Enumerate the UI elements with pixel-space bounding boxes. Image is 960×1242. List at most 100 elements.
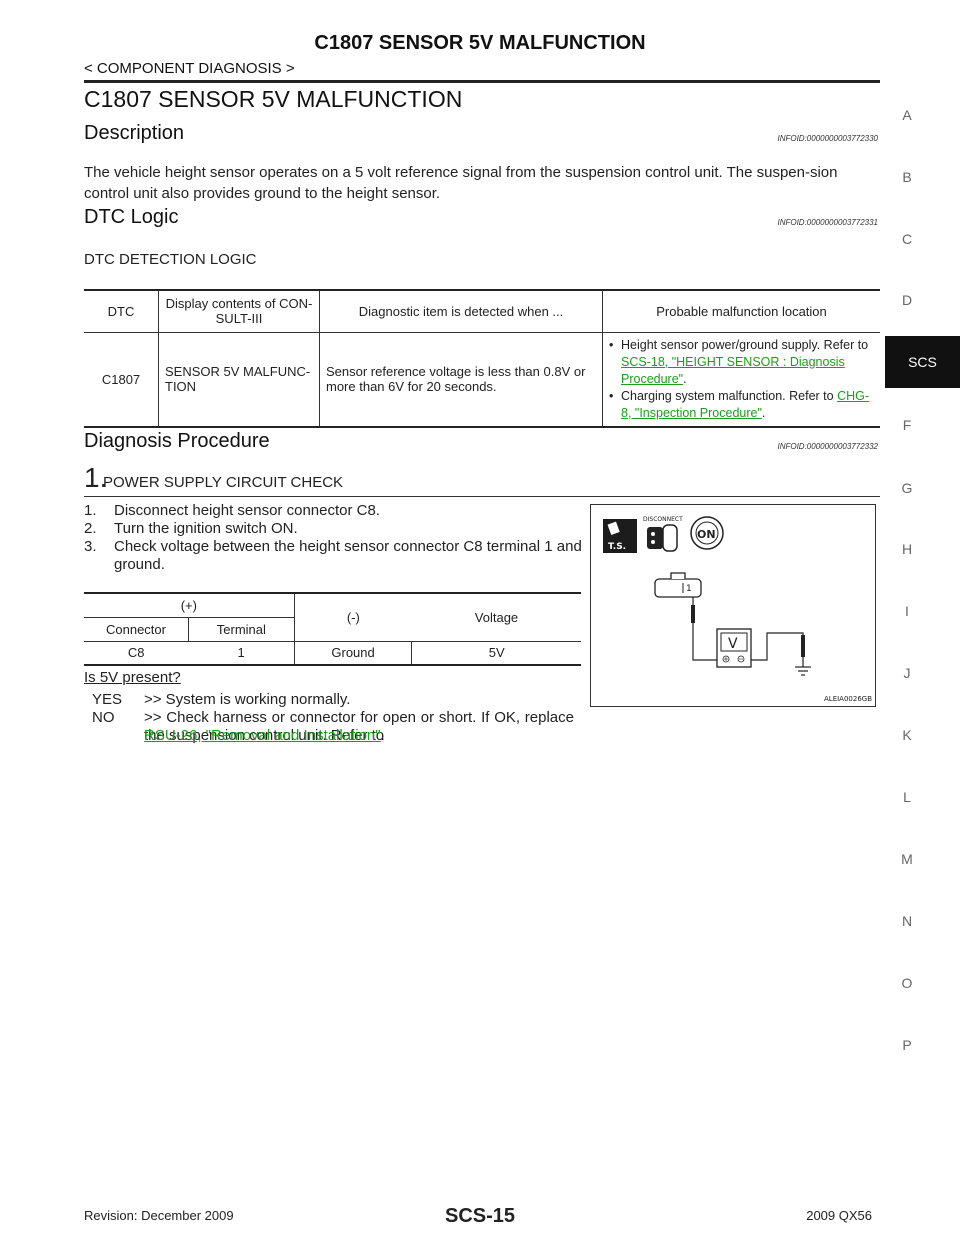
page-header-title: C1807 SENSOR 5V MALFUNCTION bbox=[314, 32, 646, 54]
side-index-k[interactable]: K bbox=[902, 727, 912, 743]
meter-label: V bbox=[728, 636, 738, 652]
voltage-table-row: C8 1 Ground 5V bbox=[84, 641, 581, 665]
on-label: ON bbox=[697, 528, 716, 541]
side-index-m[interactable]: M bbox=[901, 851, 913, 867]
voltage-header-cell: Voltage bbox=[474, 609, 519, 625]
display-contents-cell: SENSOR 5V MALFUNC-TION bbox=[158, 332, 320, 427]
side-index-d[interactable]: D bbox=[901, 292, 913, 308]
step-item-text: Turn the ignition switch ON. bbox=[114, 520, 298, 537]
diagram-svg: T.S. DISCONNECT ON 1 bbox=[603, 516, 872, 703]
tester-icon: T.S. bbox=[603, 519, 637, 553]
description-heading: Description bbox=[84, 122, 185, 144]
diagnosis-procedure-heading: Diagnosis Procedure bbox=[84, 430, 270, 452]
diagnostic-item-header-cell: Diagnostic item is detected when ... bbox=[319, 290, 603, 332]
step-item-text: Check voltage between the height sensor … bbox=[114, 538, 582, 573]
voltage-table-subheader-row: Connector Terminal bbox=[84, 617, 581, 641]
diagram-code: ALEIA0026GB bbox=[824, 695, 872, 703]
yes-text: >> System is working normally. bbox=[144, 691, 351, 708]
step-list: 1. Disconnect height sensor connector C8.… bbox=[84, 502, 584, 574]
side-index-o[interactable]: O bbox=[901, 975, 913, 991]
side-index-j[interactable]: J bbox=[903, 665, 911, 681]
location-period: . bbox=[761, 405, 766, 420]
dtc-detection-logic-subheading: DTC DETECTION LOGIC bbox=[84, 251, 257, 268]
voltage-cell: 5V bbox=[411, 641, 581, 665]
dtc-header-cell: DTC bbox=[107, 303, 135, 319]
detection-condition-cell: Sensor reference voltage is less than 0.… bbox=[319, 332, 603, 427]
step-item: 3. Check voltage between the height senso… bbox=[84, 538, 584, 574]
step-item: 1. Disconnect height sensor connector C8. bbox=[84, 502, 584, 520]
breadcrumb: < COMPONENT DIAGNOSIS > bbox=[84, 60, 295, 77]
bullet: • bbox=[609, 388, 614, 403]
bullet: • bbox=[609, 337, 614, 352]
step-number: 1. bbox=[84, 462, 108, 493]
removal-installation-link[interactable]: RSU-26, "Removal and Installation" bbox=[144, 727, 381, 744]
side-index-b[interactable]: B bbox=[902, 169, 912, 185]
dtc-logic-heading: DTC Logic bbox=[84, 206, 179, 228]
location-text: Height sensor power/ground supply. Refer… bbox=[621, 337, 869, 352]
probable-location-header-cell: Probable malfunction location bbox=[602, 290, 880, 332]
voltmeter-icon: V bbox=[716, 628, 752, 668]
side-index-g[interactable]: G bbox=[901, 480, 913, 496]
dtc-table: DTC Display contents of CON-SULT-III Dia… bbox=[84, 289, 880, 428]
location-period: . bbox=[683, 371, 687, 386]
side-index-l[interactable]: L bbox=[903, 789, 911, 805]
side-index-n[interactable]: N bbox=[901, 913, 913, 929]
minus-header-cell: (-) bbox=[293, 593, 412, 641]
charging-inspection-link[interactable]: CHG-8, "Inspection Procedure" bbox=[621, 388, 870, 420]
location-item: • Height sensor power/ground supply. Ref… bbox=[609, 337, 874, 388]
header-divider bbox=[84, 80, 880, 83]
disconnect-label: DISCONNECT bbox=[643, 516, 683, 523]
terminal-label: 1 bbox=[686, 584, 692, 594]
side-index-a[interactable]: A bbox=[902, 107, 912, 123]
step-item: 2. Turn the ignition switch ON. bbox=[84, 520, 584, 538]
page-title: C1807 SENSOR 5V MALFUNCTION bbox=[84, 86, 463, 112]
no-text-period: . bbox=[380, 727, 385, 744]
footer-model: 2009 QX56 bbox=[806, 1208, 872, 1223]
description-infoid: INFOID:0000000003772330 bbox=[777, 134, 878, 143]
side-index-p[interactable]: P bbox=[902, 1037, 912, 1053]
connector-cell: C8 bbox=[127, 645, 145, 661]
step-divider bbox=[84, 496, 880, 497]
ignition-on-icon: ON bbox=[690, 516, 724, 550]
no-text: >> Check harness or connector for open o… bbox=[144, 709, 574, 744]
no-label: NO bbox=[92, 709, 115, 726]
question-text: Is 5V present? bbox=[84, 669, 181, 686]
side-index-i[interactable]: I bbox=[905, 603, 909, 619]
step-item-number: 3. bbox=[84, 538, 97, 555]
footer-revision: Revision: December 2009 bbox=[84, 1208, 234, 1223]
step-item-number: 1. bbox=[84, 502, 97, 519]
voltage-table: (+) (-) Voltage Connector Terminal C8 1 … bbox=[84, 592, 581, 666]
side-index-h[interactable]: H bbox=[901, 541, 913, 557]
dtc-logic-infoid: INFOID:0000000003772331 bbox=[777, 218, 878, 227]
voltage-check-diagram: T.S. DISCONNECT ON 1 bbox=[590, 504, 876, 707]
footer-page-number: SCS-15 bbox=[444, 1205, 516, 1227]
harness-connector-icon: 1 bbox=[654, 572, 702, 598]
location-item: • Charging system malfunction. Refer to … bbox=[609, 388, 874, 422]
side-index-scs-tab[interactable]: SCS bbox=[885, 336, 960, 388]
side-index-f[interactable]: F bbox=[902, 417, 912, 433]
connector-header-cell: Connector bbox=[106, 621, 166, 637]
diagnosis-infoid: INFOID:0000000003772332 bbox=[777, 442, 878, 451]
dtc-code-cell: C1807 bbox=[101, 371, 141, 387]
display-contents-header-cell: Display contents of CON-SULT-III bbox=[158, 290, 320, 332]
description-text: The vehicle height sensor operates on a … bbox=[84, 164, 838, 202]
no-link-line: RSU-26, "Removal and Installation". bbox=[144, 727, 764, 745]
plus-header-cell: (+) bbox=[84, 593, 295, 618]
side-index-c[interactable]: C bbox=[901, 231, 913, 247]
terminal-header-cell: Terminal bbox=[187, 617, 295, 641]
dtc-table-row: C1807 SENSOR 5V MALFUNC-TION Sensor refe… bbox=[84, 332, 880, 427]
step-item-number: 2. bbox=[84, 520, 97, 537]
ts-label: T.S. bbox=[608, 542, 626, 552]
no-text-block: >> Check harness or connector for open o… bbox=[144, 709, 574, 745]
yes-label: YES bbox=[92, 691, 123, 708]
location-text: Charging system malfunction. Refer to bbox=[621, 388, 838, 403]
dtc-table-header-row: DTC Display contents of CON-SULT-III Dia… bbox=[84, 290, 880, 332]
voltage-table-header-row: (+) (-) Voltage bbox=[84, 593, 581, 641]
step-item-text: Disconnect height sensor connector C8. bbox=[114, 502, 380, 519]
ground-symbol-icon bbox=[795, 657, 811, 676]
connector-icon bbox=[647, 524, 678, 552]
ground-cell: Ground bbox=[293, 641, 412, 665]
probable-location-cell: • Height sensor power/ground supply. Ref… bbox=[602, 332, 880, 427]
height-sensor-procedure-link[interactable]: SCS-18, "HEIGHT SENSOR : Diagnosis Proce… bbox=[621, 354, 845, 386]
step-title: POWER SUPPLY CIRCUIT CHECK bbox=[103, 474, 344, 491]
